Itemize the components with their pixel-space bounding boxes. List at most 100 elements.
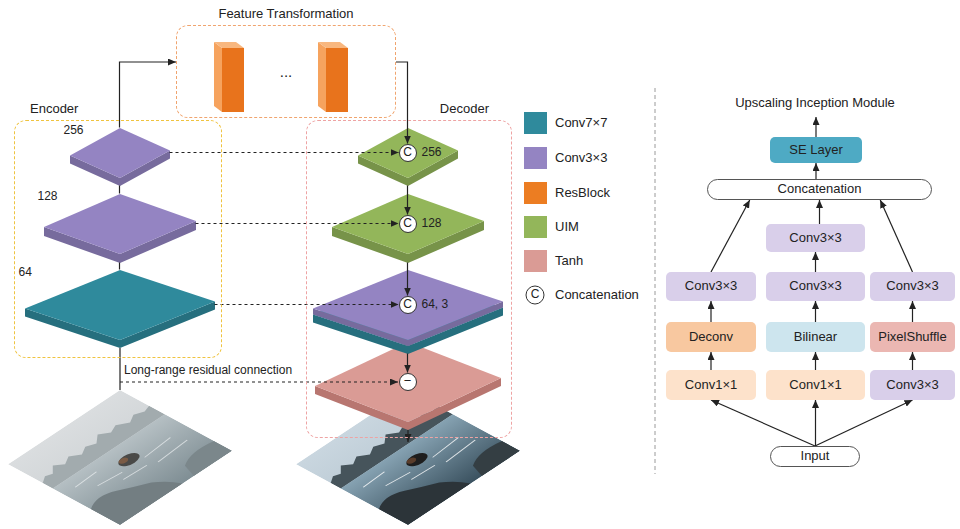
node-label: SE Layer	[789, 143, 842, 158]
layer-box: PixelShuffle	[870, 322, 955, 352]
node-label: Conv3×3	[685, 279, 737, 294]
layer-box: Conv3×3	[870, 370, 955, 400]
slab-face	[25, 270, 215, 340]
resblock	[214, 42, 244, 112]
photo-rocks	[175, 440, 232, 476]
layer-box: Conv1×1	[666, 370, 756, 400]
text-holder: ...	[280, 63, 293, 80]
text-holder: 128	[422, 217, 442, 231]
connector-arrow	[880, 200, 912, 272]
node-label: PixelShuffle	[878, 330, 946, 345]
text-holder: Encoder	[30, 102, 78, 117]
residual-line	[120, 381, 398, 382]
layer-box: Conv3×3	[766, 272, 865, 301]
node-label: 256	[422, 146, 442, 160]
connector-arrow	[119, 186, 120, 194]
layer-box: Conv1×1	[766, 370, 865, 400]
photo-rocks	[463, 440, 520, 476]
text-holder: Input	[801, 449, 830, 464]
photo-water	[53, 414, 232, 525]
legend-swatch	[524, 182, 547, 204]
text-holder: PixelShuffle	[878, 330, 946, 345]
dashed-group-box: Encoder25612864	[14, 120, 222, 358]
pill-box: Input	[770, 446, 860, 467]
text-holder: Conv3×3	[886, 279, 938, 294]
text-holder: Concatenation	[778, 182, 862, 197]
text-holder: 128	[38, 190, 58, 204]
legend-swatch	[524, 250, 547, 272]
legend-swatch	[524, 216, 547, 238]
slab-shape	[70, 128, 170, 186]
dashed-group-box: Feature Transformation...	[176, 25, 396, 118]
node-label: 128	[422, 217, 442, 231]
slab-shape	[44, 194, 196, 263]
node-label: C	[403, 146, 412, 160]
dashed-group-box: Decoder256C128C64, 3C−	[306, 120, 512, 438]
text-holder: Decoder	[440, 102, 489, 117]
node-label: Concatenation	[778, 182, 862, 197]
separator-line	[655, 88, 656, 474]
tanh-slab	[315, 342, 501, 430]
connector-arrow	[815, 301, 816, 322]
legend-label: Conv7×7	[555, 116, 607, 131]
pill-box: Concatenation	[707, 179, 932, 200]
connector-arrow	[815, 352, 816, 370]
text-holder: Conv3×3	[685, 279, 737, 294]
node-label: Conv3×3	[886, 279, 938, 294]
legend-label: UIM	[555, 220, 579, 235]
node-label: Bilinear	[794, 330, 837, 345]
legend-swatch	[524, 112, 547, 134]
feature-map-slab: 128 C	[332, 194, 484, 263]
connector-arrow	[711, 200, 750, 272]
legend-item: Conv7×7	[524, 112, 649, 134]
connector-arrow	[815, 163, 816, 179]
layer-box: Conv3×3	[766, 224, 865, 252]
node-label: C	[403, 217, 412, 231]
text-holder: Tanh	[555, 254, 583, 269]
connection-label: Long-range residual connection	[124, 364, 292, 378]
text-holder: Feature Transformation	[218, 7, 353, 22]
node-label: 64	[19, 266, 32, 280]
text-holder: SE Layer	[789, 143, 842, 158]
layer-box: Deconv	[666, 322, 756, 352]
node-label: −	[404, 374, 412, 389]
legend-concat-symbol	[526, 286, 544, 304]
legend-symbol-letter: C	[531, 288, 540, 302]
concat-circle: C	[399, 296, 417, 314]
text-holder: C	[403, 298, 412, 312]
text-holder: Conv3×3	[789, 279, 841, 294]
text-holder: Bilinear	[794, 330, 837, 345]
connector-arrow	[912, 301, 913, 322]
node-label: Conv1×1	[789, 378, 841, 393]
feature-map-slab: 128	[44, 194, 196, 263]
legend-item: Tanh	[524, 250, 649, 272]
photo-rocks	[86, 465, 183, 525]
module-title: Upscaling Inception Module	[735, 96, 895, 111]
photo-sky	[8, 390, 232, 525]
connector-arrow	[815, 400, 913, 446]
module-title: Upscaling Inception Module	[735, 96, 895, 111]
text-holder: Conv1×1	[789, 378, 841, 393]
node-label: Conv3×3	[789, 231, 841, 246]
connector-arrow	[710, 301, 711, 322]
subtract-circle: −	[399, 373, 417, 391]
layer-box: Conv3×3	[870, 272, 955, 301]
photo-rocks	[374, 465, 471, 525]
text-holder: UIM	[555, 220, 579, 235]
connector-arrow	[119, 263, 120, 270]
text-holder: ResBlock	[555, 186, 610, 201]
text-holder: Conv3×3	[789, 231, 841, 246]
connector-arrow	[407, 354, 408, 373]
layer-box: Bilinear	[766, 322, 865, 352]
legend-label: ResBlock	[555, 186, 610, 201]
slab-face	[70, 128, 170, 178]
text-holder: Conv7×7	[555, 116, 607, 131]
connector-arrow	[711, 400, 815, 446]
legend-item: Concatenation	[524, 284, 649, 306]
feature-map-slab: 64, 3C	[313, 270, 503, 354]
node-label: Feature Transformation	[218, 7, 353, 22]
legend-item: ResBlock	[524, 182, 649, 204]
node-label: Conv3×3	[886, 378, 938, 393]
legend-item: Conv3×3	[524, 147, 649, 169]
layer-box: Conv3×3	[666, 272, 756, 301]
